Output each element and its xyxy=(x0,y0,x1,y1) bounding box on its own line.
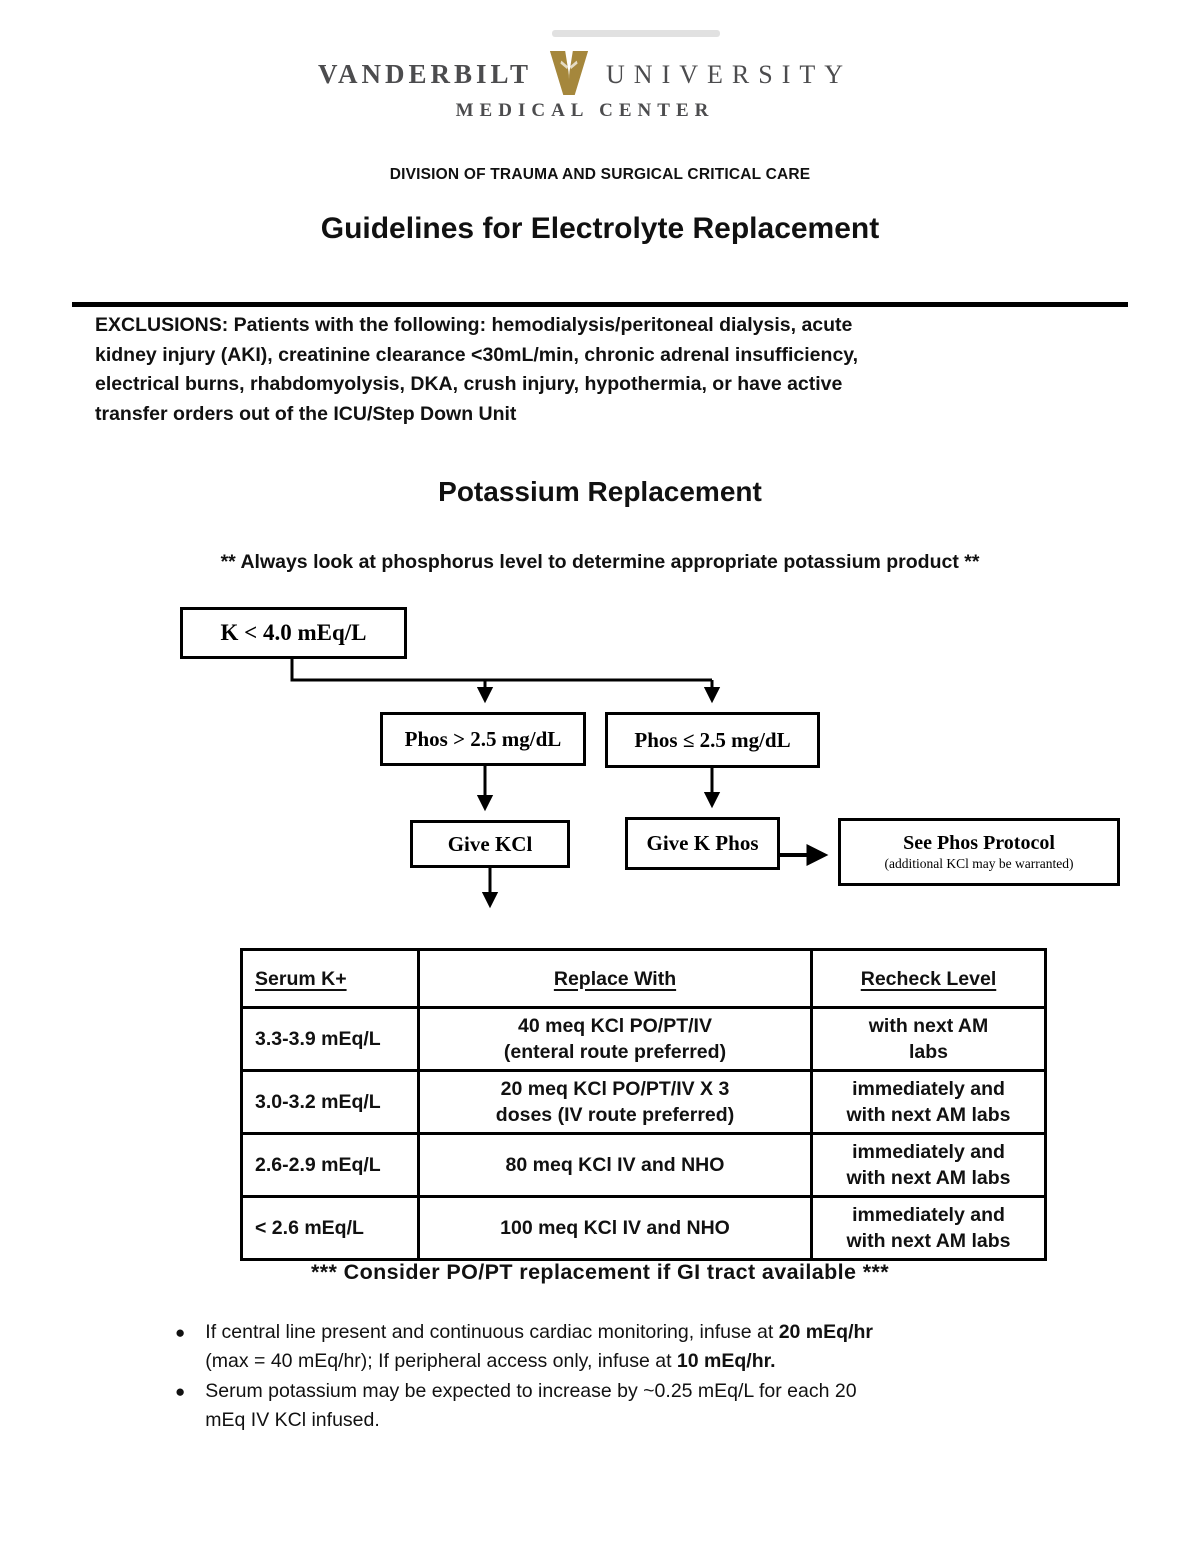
header-serum-k: Serum K+ xyxy=(240,948,420,1009)
flow-box-phos-less-equal: Phos ≤ 2.5 mg/dL xyxy=(605,712,820,768)
header-serum-k-label: Serum K+ xyxy=(255,967,347,990)
cell-replace-with: 100 meq KCl IV and NHO xyxy=(417,1195,813,1261)
table-header-row: Serum K+ Replace With Recheck Level xyxy=(240,948,1047,1009)
cell-recheck-level: immediately and with next AM labs xyxy=(810,1195,1047,1261)
header-recheck-level-label: Recheck Level xyxy=(860,967,997,990)
see-phos-protocol-title: See Phos Protocol xyxy=(903,832,1055,854)
divider-rule xyxy=(72,302,1128,307)
logo-medical-center-text: MEDICAL CENTER xyxy=(455,100,715,121)
potassium-increase-note: Serum potassium may be expected to incre… xyxy=(205,1380,857,1431)
cell-recheck-level: with next AM labs xyxy=(810,1006,1047,1072)
bullet-icon: ● xyxy=(175,1323,186,1342)
flow-box-phos-greater-label: Phos > 2.5 mg/dL xyxy=(404,726,562,751)
header-replace-with-label: Replace With xyxy=(553,967,677,990)
logo: VANDERBILT UNIVERSITY xyxy=(0,50,1170,96)
flow-box-give-kphos-label: Give K Phos xyxy=(646,831,759,855)
list-item: ● If central line present and continuous… xyxy=(175,1318,975,1376)
see-phos-protocol-subtext: (additional KCl may be warranted) xyxy=(884,856,1074,871)
table-row: 3.3-3.9 mEq/L 40 meq KCl PO/PT/IV (enter… xyxy=(240,1006,1047,1072)
cell-serum-range: 3.3-3.9 mEq/L xyxy=(240,1006,420,1072)
cell-replace-with: 20 meq KCl PO/PT/IV X 3 doses (IV route … xyxy=(417,1069,813,1135)
header-recheck-level: Recheck Level xyxy=(810,948,1047,1009)
potassium-replacement-table: Serum K+ Replace With Recheck Level 3.3-… xyxy=(240,948,1047,1261)
infusion-rate-text-2: (max = 40 mEq/hr); If peripheral access … xyxy=(205,1350,677,1372)
consider-po-pt-note: *** Consider PO/PT replacement if GI tra… xyxy=(310,1260,890,1284)
header-replace-with: Replace With xyxy=(417,948,813,1009)
list-item: ● Serum potassium may be expected to inc… xyxy=(175,1377,975,1435)
flow-box-give-kcl-label: Give KCl xyxy=(447,831,533,856)
phosphorus-note: ** Always look at phosphorus level to de… xyxy=(220,551,980,573)
logo-university-text: UNIVERSITY xyxy=(606,60,853,89)
page-title: Guidelines for Electrolyte Replacement xyxy=(320,212,880,245)
flow-box-see-phos-protocol: See Phos Protocol (additional KCl may be… xyxy=(838,818,1120,886)
cell-serum-range: < 2.6 mEq/L xyxy=(240,1195,420,1261)
logo-top-smudge xyxy=(552,30,720,37)
cell-recheck-level: immediately and with next AM labs xyxy=(810,1069,1047,1135)
cell-recheck-level: immediately and with next AM labs xyxy=(810,1132,1047,1198)
table-row: 2.6-2.9 mEq/L 80 meq KCl IV and NHO imme… xyxy=(240,1132,1047,1198)
flow-box-give-kphos: Give K Phos xyxy=(625,817,780,870)
flow-box-k-level: K < 4.0 mEq/L xyxy=(180,607,407,659)
flow-box-k-level-label: K < 4.0 mEq/L xyxy=(220,620,367,645)
cell-serum-range: 2.6-2.9 mEq/L xyxy=(240,1132,420,1198)
infusion-rate-text-1: If central line present and continuous c… xyxy=(205,1321,779,1343)
logo-vanderbilt-text: VANDERBILT xyxy=(317,59,533,89)
infusion-rate-bold-2: 10 mEq/hr. xyxy=(676,1350,776,1372)
flow-box-give-kcl: Give KCl xyxy=(410,820,570,868)
infusion-rate-note: If central line present and continuous c… xyxy=(205,1318,873,1376)
exclusions-paragraph: EXCLUSIONS: Patients with the following:… xyxy=(95,314,859,425)
division-heading: DIVISION OF TRAUMA AND SURGICAL CRITICAL… xyxy=(389,166,811,183)
table-row: < 2.6 mEq/L 100 meq KCl IV and NHO immed… xyxy=(240,1195,1047,1261)
section-title-potassium: Potassium Replacement xyxy=(438,476,762,507)
flow-box-phos-greater: Phos > 2.5 mg/dL xyxy=(380,712,586,766)
vanderbilt-v-shield-icon xyxy=(549,51,589,95)
bullet-icon: ● xyxy=(175,1382,186,1401)
flow-box-phos-less-equal-label: Phos ≤ 2.5 mg/dL xyxy=(634,727,791,752)
infusion-rate-bold-1: 20 mEq/hr xyxy=(778,1321,873,1343)
table-row: 3.0-3.2 mEq/L 20 meq KCl PO/PT/IV X 3 do… xyxy=(240,1069,1047,1135)
cell-replace-with: 80 meq KCl IV and NHO xyxy=(417,1132,813,1198)
cell-serum-range: 3.0-3.2 mEq/L xyxy=(240,1069,420,1135)
footer-bullet-list: ● If central line present and continuous… xyxy=(175,1318,975,1436)
cell-replace-with: 40 meq KCl PO/PT/IV (enteral route prefe… xyxy=(417,1006,813,1072)
